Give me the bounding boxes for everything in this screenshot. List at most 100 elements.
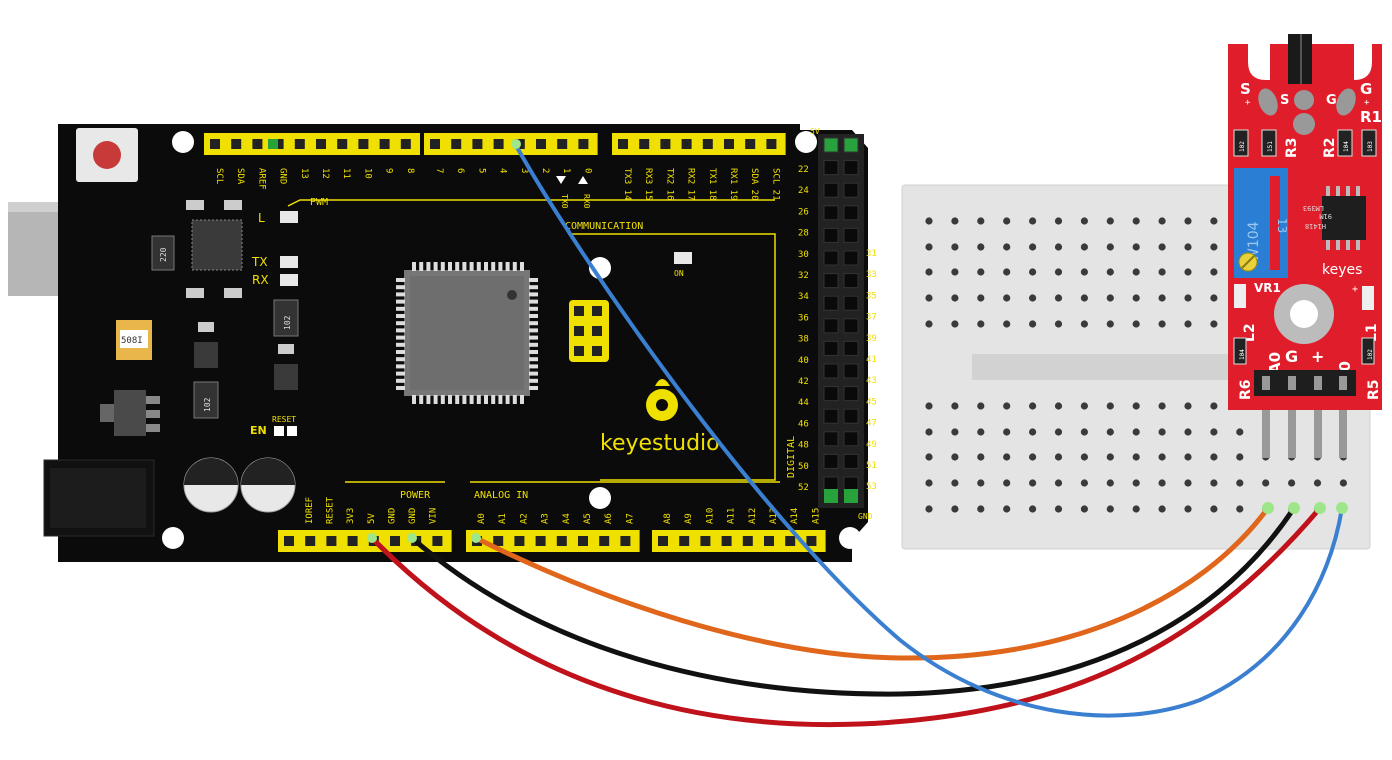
breadboard-hole	[1158, 217, 1166, 225]
breadboard-hole	[1054, 243, 1063, 251]
chip-91m: 91M	[1319, 212, 1332, 220]
breadboard-hole	[1029, 320, 1037, 328]
header-analog-high-pin	[742, 536, 753, 546]
breadboard-hole	[1210, 294, 1218, 302]
breadboard-hole	[1158, 479, 1166, 487]
pin-label: RX3 15	[643, 168, 653, 201]
digital-pin	[823, 363, 839, 379]
breadboard-hole	[1054, 294, 1063, 302]
breadboard-hole	[1184, 294, 1192, 302]
breadboard-hole	[1184, 428, 1192, 436]
pin-label: SDA	[235, 168, 245, 185]
breadboard-hole	[1054, 479, 1063, 487]
header-pwm-pin	[210, 139, 220, 149]
breadboard-hole	[1029, 505, 1037, 513]
label-l2: L2	[1242, 323, 1258, 342]
led-l	[280, 211, 298, 223]
header-analog-low-pin	[514, 536, 525, 546]
digital-pin	[823, 295, 839, 311]
mcu-pin	[396, 386, 405, 390]
mcu-pin	[396, 278, 405, 282]
pin-label: 36	[798, 313, 809, 323]
pin-label: 45	[866, 397, 877, 407]
digital-pin	[843, 160, 859, 176]
pin-label: 3V3	[346, 508, 356, 524]
mcu-pin	[529, 364, 538, 369]
mcu-pin	[529, 328, 538, 333]
header-communication-pin	[702, 139, 713, 149]
header-digital-low-pin	[536, 139, 546, 149]
breadboard-hole	[1132, 294, 1140, 302]
breadboard-hole	[1080, 294, 1088, 302]
label-r3: R3	[1284, 137, 1300, 158]
breadboard-hole	[925, 320, 933, 328]
pin-label: 46	[798, 419, 809, 429]
mcu-pin	[426, 395, 431, 404]
mcu-pin	[505, 395, 510, 404]
digital-pin	[823, 250, 839, 266]
digital-pin	[823, 386, 839, 402]
header-communication-pin	[724, 139, 734, 149]
mcu-pin	[419, 262, 424, 271]
breadboard-hole	[977, 453, 985, 461]
mcu-pin	[396, 328, 405, 333]
mcu-pin	[529, 357, 538, 362]
breadboard-hole	[925, 294, 933, 302]
pin-label: GND	[387, 508, 397, 524]
pin-label: 2	[540, 168, 550, 173]
wire-d3	[512, 140, 1344, 718]
breadboard-hole	[951, 294, 959, 302]
en-label: EN	[250, 424, 267, 437]
header-pwm-pin	[273, 139, 284, 149]
breadboard-hole	[1003, 243, 1011, 251]
header-communication-pin	[766, 139, 777, 149]
mcu-pin	[396, 364, 405, 369]
digital-pin	[823, 137, 839, 153]
svg-text:+: +	[1245, 98, 1251, 108]
breadboard-hole	[1029, 428, 1037, 436]
tx-arrow	[556, 176, 566, 184]
header-digital-low-pin	[557, 139, 568, 149]
pin-label: 24	[798, 186, 809, 196]
mcu-pin	[529, 371, 538, 376]
digital-pin	[843, 182, 859, 198]
label-s-left: S	[1240, 80, 1251, 98]
breadboard-hole	[1339, 479, 1347, 487]
header-analog-high-pin	[700, 536, 711, 546]
mcu-pin	[529, 314, 538, 318]
breadboard-hole	[1158, 243, 1166, 251]
header-pwm-pin	[231, 139, 242, 149]
header-analog-high-pin	[764, 536, 774, 546]
breadboard-hole	[951, 479, 959, 487]
pin-label: A11	[727, 508, 737, 524]
header-analog-low-pin	[599, 536, 610, 546]
pin-label: 7	[434, 168, 444, 173]
breadboard-hole	[1080, 243, 1088, 251]
header-communication-pin	[681, 139, 692, 149]
pin-label: A4	[562, 513, 572, 524]
pin-label: 49	[866, 440, 877, 450]
res-104: 104	[1343, 141, 1350, 152]
res-104: 104	[1239, 349, 1246, 360]
mcu-pin	[512, 262, 517, 271]
breadboard-hole	[1054, 268, 1063, 276]
pot-num: 13	[1275, 218, 1289, 233]
pin-label: 9	[384, 168, 394, 173]
digital-pin	[843, 137, 859, 153]
pin-label: A0	[477, 513, 487, 524]
mcu-pin	[396, 292, 405, 297]
header-analog-high-pin	[806, 536, 817, 546]
mcu-pin	[476, 395, 481, 404]
breadboard-hole	[1210, 453, 1218, 461]
breadboard-hole	[925, 268, 933, 276]
breadboard-hole	[1184, 243, 1192, 251]
header-digital-low-pin	[451, 139, 462, 149]
res-102: 102	[1367, 349, 1374, 360]
mcu-pin	[529, 386, 538, 390]
digital-pin	[843, 227, 859, 243]
mcu-pin	[529, 285, 538, 290]
reset-button-cap[interactable]	[93, 141, 121, 169]
header-analog-high-pin	[679, 536, 690, 546]
header-pwm-pin	[400, 139, 411, 149]
header-analog-low-pin	[535, 536, 546, 546]
